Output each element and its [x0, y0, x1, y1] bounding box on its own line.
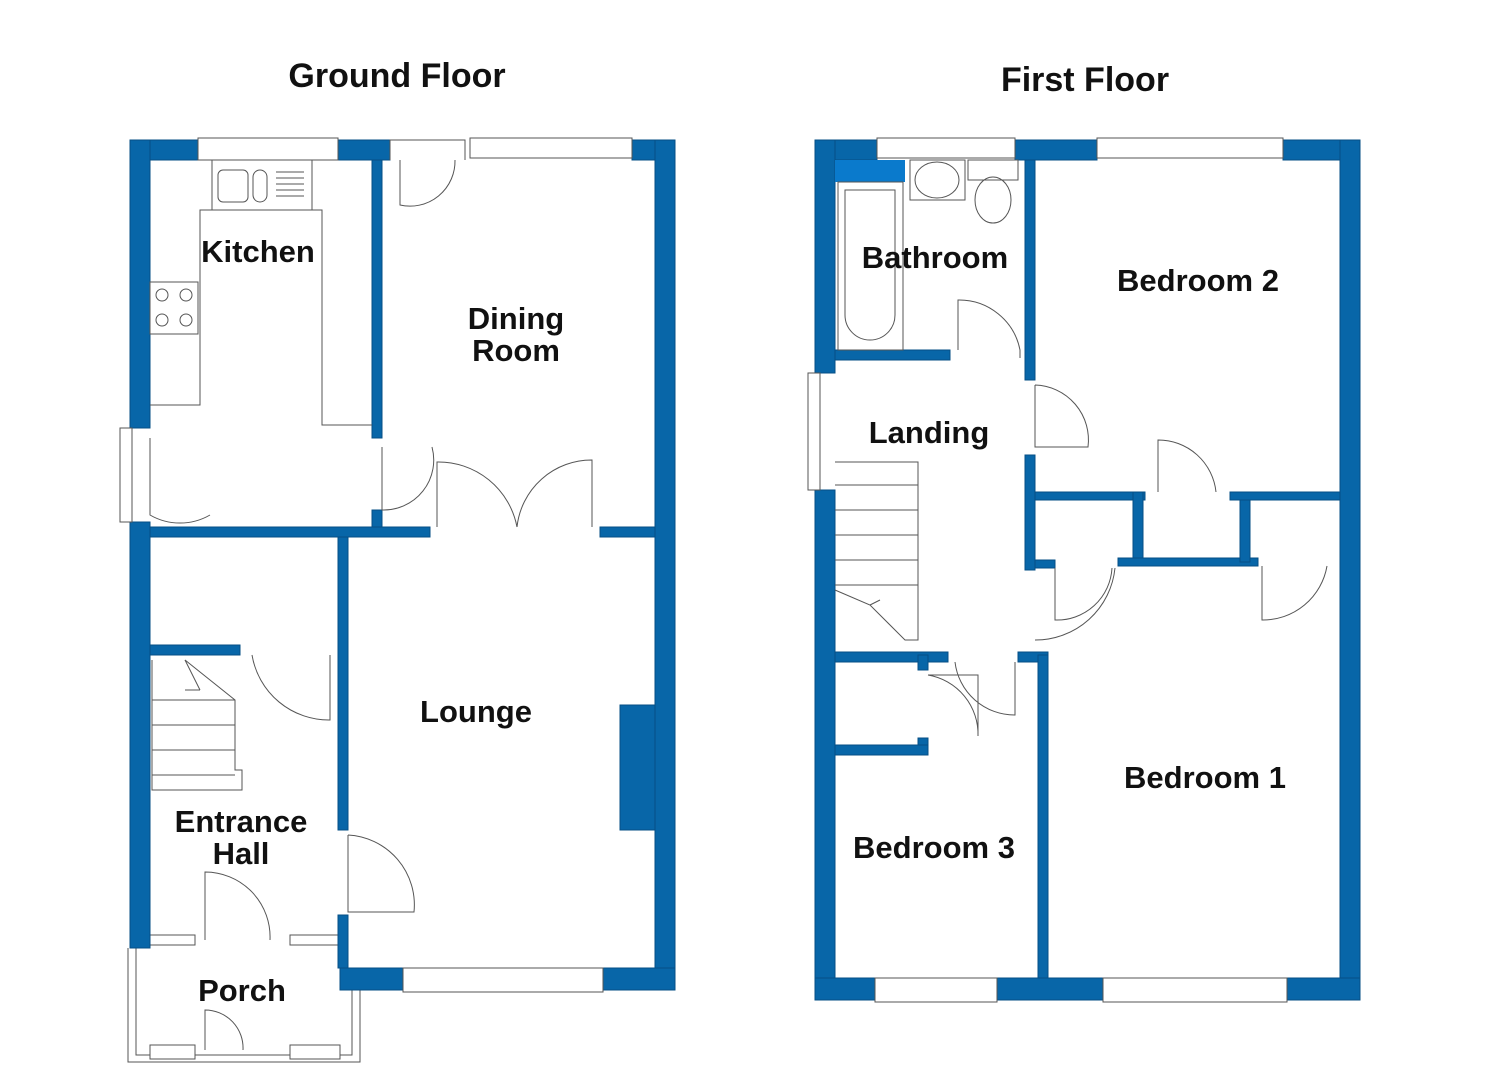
toilet-icon: [974, 176, 1012, 224]
room-label-dining: Dining: [468, 301, 564, 336]
ground-floor-plan: Ground Floor Kitchen Dining Room Lounge …: [119, 57, 676, 1063]
room-label-dining-2: Room: [472, 333, 560, 368]
room-label-landing: Landing: [869, 415, 990, 450]
wall: [1014, 139, 1098, 161]
wall: [599, 526, 656, 538]
window: [874, 977, 998, 1003]
wall: [1024, 454, 1036, 571]
wall: [654, 139, 676, 991]
wall: [149, 644, 241, 656]
stairs: [151, 659, 243, 791]
wall: [834, 744, 929, 756]
wall: [814, 489, 836, 1001]
room-label-kitchen: Kitchen: [201, 234, 315, 269]
room-label-bedroom-1: Bedroom 1: [1124, 760, 1286, 795]
bathroom-fixtures: [835, 159, 1019, 351]
room-label-bedroom-2: Bedroom 2: [1117, 263, 1279, 298]
wall: [1037, 654, 1049, 979]
wall: [602, 967, 676, 991]
wall: [337, 536, 349, 831]
wall: [814, 139, 836, 374]
window: [876, 137, 1016, 159]
wall: [1286, 977, 1361, 1001]
wall: [834, 349, 951, 361]
wall: [1034, 491, 1146, 501]
wall: [996, 977, 1104, 1001]
room-label-entrance-hall-2: Hall: [213, 836, 270, 871]
window: [402, 967, 604, 993]
wall: [371, 159, 383, 439]
wall: [814, 977, 876, 1001]
porch-structure: [127, 871, 361, 1063]
window: [469, 137, 633, 159]
bath-icon: [837, 181, 904, 351]
ground-floor-title: Ground Floor: [288, 57, 505, 95]
room-label-porch: Porch: [198, 973, 286, 1008]
sink-icon: [217, 169, 249, 203]
wall: [337, 914, 349, 969]
window: [1096, 137, 1284, 159]
wall: [834, 651, 949, 663]
wall: [1117, 557, 1259, 567]
room-label-lounge: Lounge: [420, 694, 532, 729]
basin-icon: [914, 161, 960, 199]
window: [119, 427, 133, 523]
kitchen-fixtures: [149, 159, 372, 426]
wall: [371, 509, 383, 528]
wall: [1132, 491, 1144, 563]
window: [197, 137, 339, 161]
wall: [149, 526, 431, 538]
wall: [1024, 159, 1036, 381]
room-label-bathroom: Bathroom: [862, 240, 1008, 275]
wall: [1229, 491, 1341, 501]
wall: [1034, 559, 1056, 569]
wall: [917, 654, 929, 671]
wall: [339, 967, 404, 991]
room-label-bedroom-3: Bedroom 3: [853, 830, 1015, 865]
wall: [1339, 139, 1361, 1001]
window: [1102, 977, 1288, 1003]
first-floor-plan: First Floor Bathroom Bedroom 2 Landing B…: [807, 61, 1361, 1003]
wall: [1239, 499, 1251, 563]
landing-stairs: [834, 461, 919, 641]
fireplace: [619, 704, 656, 831]
hob-icon: [149, 281, 199, 335]
room-label-entrance-hall: Entrance: [175, 804, 308, 839]
first-floor-title: First Floor: [1001, 61, 1169, 99]
wall: [337, 139, 391, 161]
window: [807, 372, 821, 491]
wall: [129, 521, 151, 949]
wall: [129, 139, 151, 429]
